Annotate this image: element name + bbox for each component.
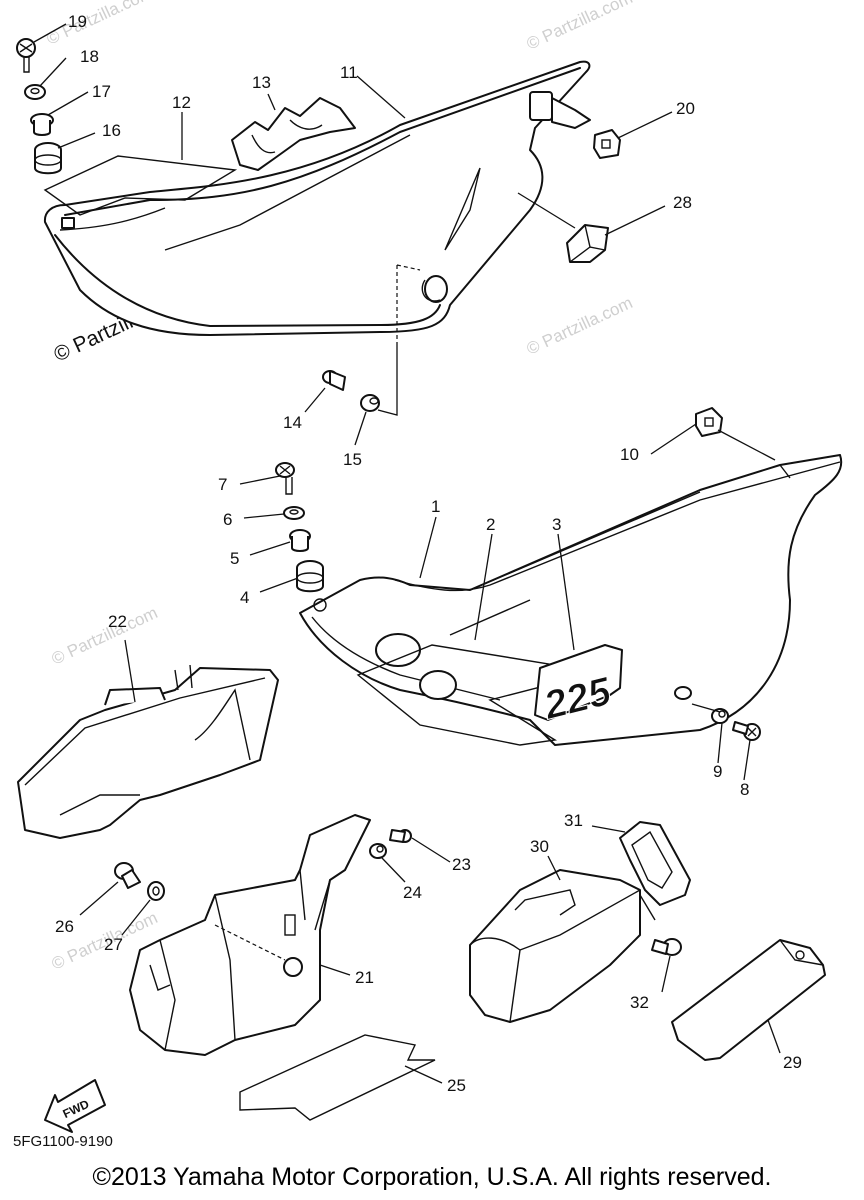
callout-2: 2 [486, 515, 495, 534]
callout-27: 27 [104, 935, 123, 954]
callout-25: 25 [447, 1076, 466, 1095]
band-31 [619, 821, 691, 921]
washer-6 [283, 506, 305, 520]
callout-18: 18 [80, 47, 99, 66]
bolt-14 [322, 370, 346, 391]
collar-24 [369, 843, 387, 859]
watermark-text: © Partzilla.com [524, 0, 636, 54]
bolt-32 [651, 938, 682, 956]
callout-labels: 19 18 17 16 12 13 11 20 28 14 15 7 6 5 4… [55, 12, 802, 1095]
callout-31: 31 [564, 811, 583, 830]
callout-1: 1 [431, 497, 440, 516]
callout-10: 10 [620, 445, 639, 464]
callout-28: 28 [673, 193, 692, 212]
damper-28 [566, 224, 609, 263]
part-code: 5FG1100-9190 [13, 1133, 113, 1150]
parts-diagram: © Partzilla.com © Partzilla.com © Partzi… [16, 0, 843, 1133]
screw-19 [16, 38, 36, 73]
tool-bag-30 [469, 869, 641, 1023]
callout-30: 30 [530, 837, 549, 856]
washer-9 [711, 708, 729, 724]
callout-6: 6 [223, 510, 232, 529]
washer-27 [147, 881, 165, 901]
callout-7: 7 [218, 475, 227, 494]
collar-17 [30, 113, 54, 136]
grommet-20 [593, 129, 621, 159]
callout-8: 8 [740, 780, 749, 799]
callout-3: 3 [552, 515, 561, 534]
callout-29: 29 [783, 1053, 802, 1072]
bolt-8 [732, 721, 761, 741]
callout-12: 12 [172, 93, 191, 112]
decal-2 [356, 644, 558, 746]
callout-24: 24 [403, 883, 422, 902]
callout-15: 15 [343, 450, 362, 469]
fwd-arrow: FWD [44, 1079, 106, 1133]
screw-7 [275, 462, 295, 495]
watermark-text: © Partzilla.com [524, 293, 636, 359]
callout-17: 17 [92, 82, 111, 101]
washer-18 [24, 84, 46, 100]
callout-13: 13 [252, 73, 271, 92]
callout-23: 23 [452, 855, 471, 874]
callout-21: 21 [355, 968, 374, 987]
callout-32: 32 [630, 993, 649, 1012]
callout-16: 16 [102, 121, 121, 140]
collar-15 [360, 394, 380, 412]
leader-lines [33, 23, 781, 1084]
copyright-notice: ©2013 Yamaha Motor Corporation, U.S.A. A… [92, 1163, 772, 1191]
callout-14: 14 [283, 413, 302, 432]
watermark-text: © Partzilla.com [49, 603, 161, 669]
callout-19: 19 [68, 12, 87, 31]
callout-9: 9 [713, 762, 722, 781]
grommet-16 [34, 142, 62, 175]
decal-12 [43, 155, 238, 216]
emblem-13 [231, 97, 356, 171]
callout-5: 5 [230, 549, 239, 568]
battery-tray-22 [17, 664, 279, 839]
bolt-23 [389, 829, 412, 843]
battery-box-21 [129, 814, 371, 1056]
grommet-10 [695, 407, 723, 437]
collar-5 [289, 529, 311, 552]
main-side-cover [299, 454, 843, 746]
grommet-4 [296, 560, 324, 593]
bolt-26 [114, 862, 141, 889]
callout-4: 4 [240, 588, 249, 607]
tool-pouch-29 [671, 939, 826, 1061]
callout-22: 22 [108, 612, 127, 631]
cover-pin [529, 91, 591, 129]
callout-11: 11 [340, 63, 358, 82]
callout-26: 26 [55, 917, 74, 936]
watermark-text: © Partzilla.com [44, 0, 156, 49]
sheet-25 [239, 1034, 436, 1121]
callout-20: 20 [676, 99, 695, 118]
